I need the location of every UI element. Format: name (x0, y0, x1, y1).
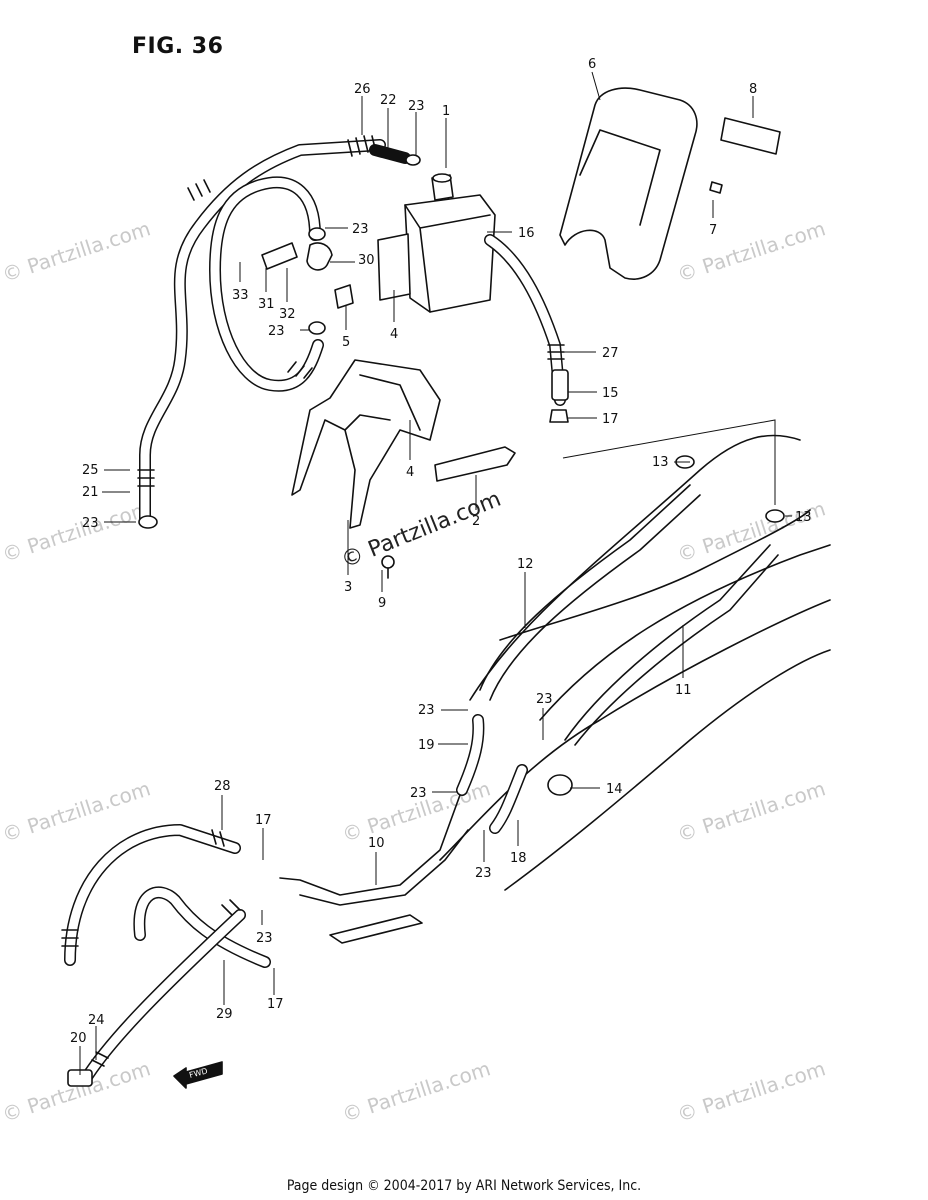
watermark: © Partzilla.com (674, 496, 828, 567)
callout-23[interactable]: 23 (268, 324, 285, 339)
callout-5[interactable]: 5 (342, 335, 350, 350)
callout-2[interactable]: 2 (472, 514, 480, 529)
callout-1[interactable]: 1 (442, 104, 450, 119)
watermarks: © Partzilla.com © Partzilla.com © Partzi… (0, 216, 828, 1127)
canister-1 (377, 173, 496, 313)
callout-leaders (79, 71, 792, 1075)
callout-15[interactable]: 15 (602, 386, 619, 401)
callout-23[interactable]: 23 (82, 516, 99, 531)
cover-6 (559, 87, 781, 280)
callout-labels: 26 22 23 1 6 8 7 16 23 30 33 31 32 5 23 … (70, 57, 812, 1046)
bracket-3-4 (138, 154, 516, 579)
callout-13[interactable]: 13 (795, 510, 812, 525)
callout-27[interactable]: 27 (602, 346, 619, 361)
callout-22[interactable]: 22 (380, 93, 397, 108)
callout-23[interactable]: 23 (536, 692, 553, 707)
callout-9[interactable]: 9 (378, 596, 386, 611)
vent-hose-26 (137, 135, 411, 526)
watermark: © Partzilla.com (0, 216, 153, 287)
watermark: © Partzilla.com (339, 1056, 493, 1127)
figure-title: FIG. 36 (132, 34, 224, 59)
callout-23[interactable]: 23 (256, 931, 273, 946)
callout-32[interactable]: 32 (279, 307, 296, 322)
callout-25[interactable]: 25 (82, 463, 99, 478)
callout-23[interactable]: 23 (418, 703, 435, 718)
callout-23[interactable]: 23 (352, 222, 369, 237)
callout-29[interactable]: 29 (216, 1007, 233, 1022)
callout-13[interactable]: 13 (652, 455, 669, 470)
callout-7[interactable]: 7 (709, 223, 717, 238)
callout-4[interactable]: 4 (390, 327, 398, 342)
callout-3[interactable]: 3 (344, 580, 352, 595)
callout-14[interactable]: 14 (606, 782, 623, 797)
watermark: © Partzilla.com (674, 776, 828, 847)
callout-19[interactable]: 19 (418, 738, 435, 753)
callout-8[interactable]: 8 (749, 82, 757, 97)
page-footer: Page design © 2004-2017 by ARI Network S… (286, 1178, 642, 1194)
callout-17[interactable]: 17 (602, 412, 619, 427)
callout-30[interactable]: 30 (358, 253, 375, 268)
hose-27 (484, 234, 569, 423)
callout-26[interactable]: 26 (354, 82, 371, 97)
hose-28-29 (61, 824, 271, 1087)
callout-31[interactable]: 31 (258, 297, 275, 312)
watermark: © Partzilla.com (674, 216, 828, 287)
callout-18[interactable]: 18 (510, 851, 527, 866)
callout-10[interactable]: 10 (368, 836, 385, 851)
callout-12[interactable]: 12 (517, 557, 534, 572)
callout-20[interactable]: 20 (70, 1031, 87, 1046)
callout-28[interactable]: 28 (214, 779, 231, 794)
callout-6[interactable]: 6 (588, 57, 596, 72)
callout-21[interactable]: 21 (82, 485, 99, 500)
callout-4[interactable]: 4 (406, 465, 414, 480)
callout-11[interactable]: 11 (675, 683, 692, 698)
pipe-10 (279, 714, 528, 944)
callout-33[interactable]: 33 (232, 288, 249, 303)
callout-23[interactable]: 23 (410, 786, 427, 801)
frame-and-pipes (439, 434, 831, 891)
callout-24[interactable]: 24 (88, 1013, 105, 1028)
watermark: © Partzilla.com (0, 1056, 153, 1127)
callout-23[interactable]: 23 (408, 99, 425, 114)
callout-17[interactable]: 17 (255, 813, 272, 828)
watermark: © Partzilla.com (674, 1056, 828, 1127)
callout-23[interactable]: 23 (475, 866, 492, 881)
callout-16[interactable]: 16 (518, 226, 535, 241)
fwd-arrow-icon: FWD (173, 1061, 223, 1089)
callout-17[interactable]: 17 (267, 997, 284, 1012)
watermark: © Partzilla.com (0, 496, 153, 567)
